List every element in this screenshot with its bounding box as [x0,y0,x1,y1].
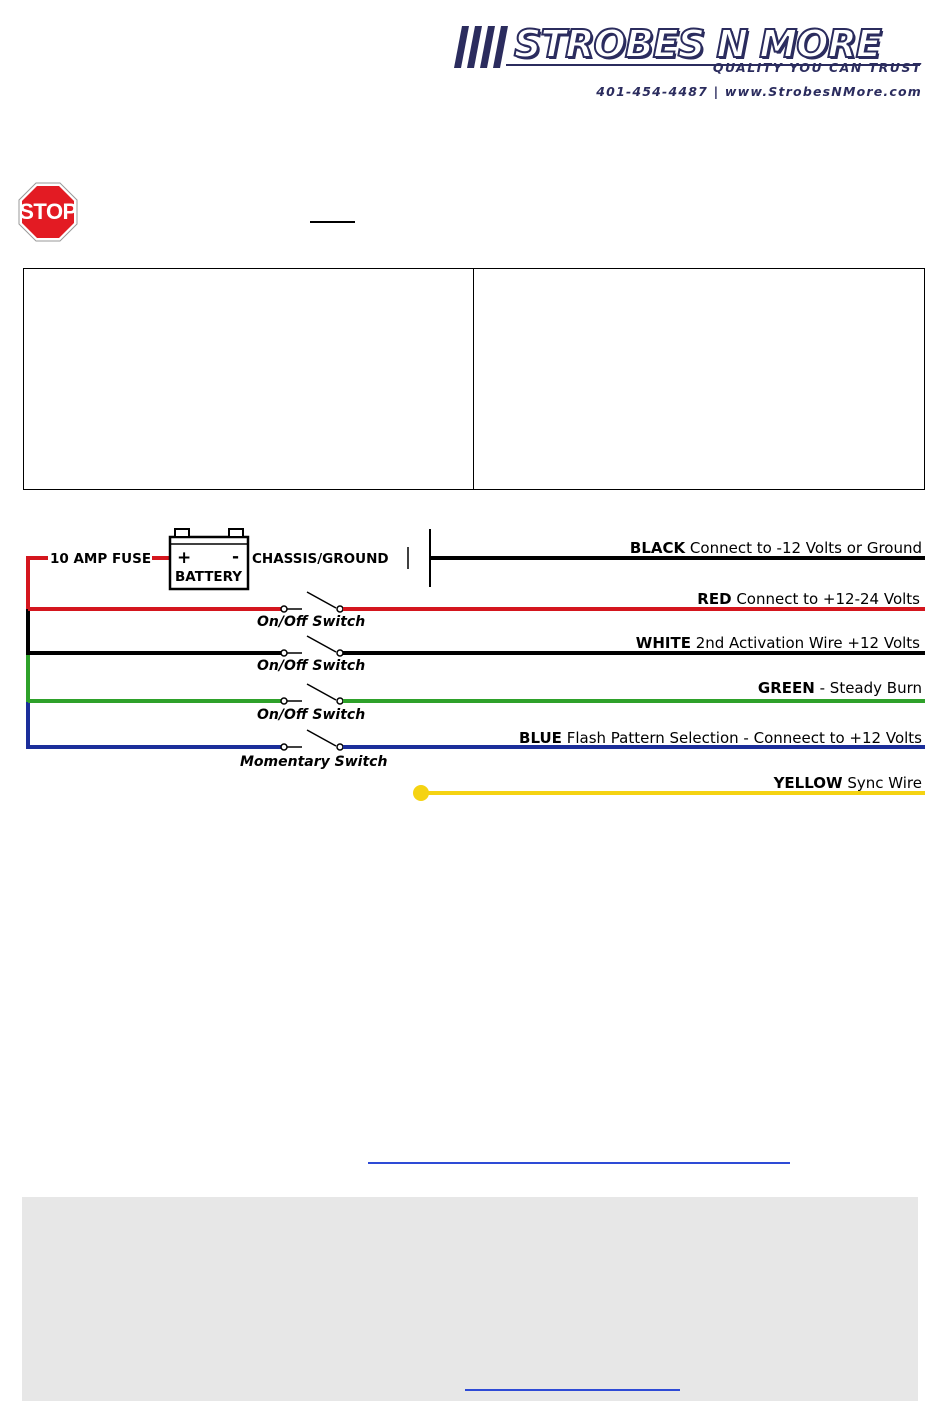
red-switch-label: On/Off Switch [257,614,365,630]
battery-label: BATTERY [175,569,242,585]
red-switch-icon [280,591,344,613]
wiring-diagram: 10 AMP FUSE + - BATTERY CHASSIS/GROUND B… [26,528,925,801]
logo-rule [506,64,920,66]
info-table [23,268,925,490]
logo-stripes-icon [454,26,508,68]
blue-wire-label: BLUE Flash Pattern Selection - Conneect … [519,729,922,747]
stop-sign-icon: STOP [18,182,78,242]
footer-panel [22,1197,918,1401]
white-switch-label: On/Off Switch [257,658,365,674]
brand-logo: STROBES N MORE QUALITY YOU CAN TRUST 401… [448,20,928,130]
info-table-divider [473,268,474,490]
green-switch-icon [280,683,344,705]
battery-icon [168,528,250,591]
logo-wordmark: STROBES N MORE [513,21,883,67]
emphasis-underline [310,221,355,223]
green-switch-label: On/Off Switch [257,707,365,723]
blue-switch-icon [280,729,344,751]
ground-label: CHASSIS/GROUND [252,551,389,567]
logo-tagline: QUALITY YOU CAN TRUST [712,60,922,75]
footer-link[interactable] [465,1389,680,1391]
logo-contact: 401-454-4487 | www.StrobesNMore.com [596,84,922,99]
blue-switch-label: Momentary Switch [240,754,387,770]
green-wire-label: GREEN - Steady Burn [758,679,922,697]
white-switch-icon [280,635,344,657]
stop-sign-text: STOP [19,199,77,224]
battery-plus: + [177,548,191,568]
yellow-wire-label: YELLOW Sync Wire [773,774,922,792]
black-wire-label: BLACK Connect to -12 Volts or Ground [630,539,922,557]
red-wire-label: RED Connect to +12-24 Volts [697,590,920,608]
website-link[interactable] [368,1162,790,1164]
fuse-label: 10 AMP FUSE [50,551,151,567]
battery-minus: - [232,547,239,567]
white-wire-label: WHITE 2nd Activation Wire +12 Volts [636,634,920,652]
